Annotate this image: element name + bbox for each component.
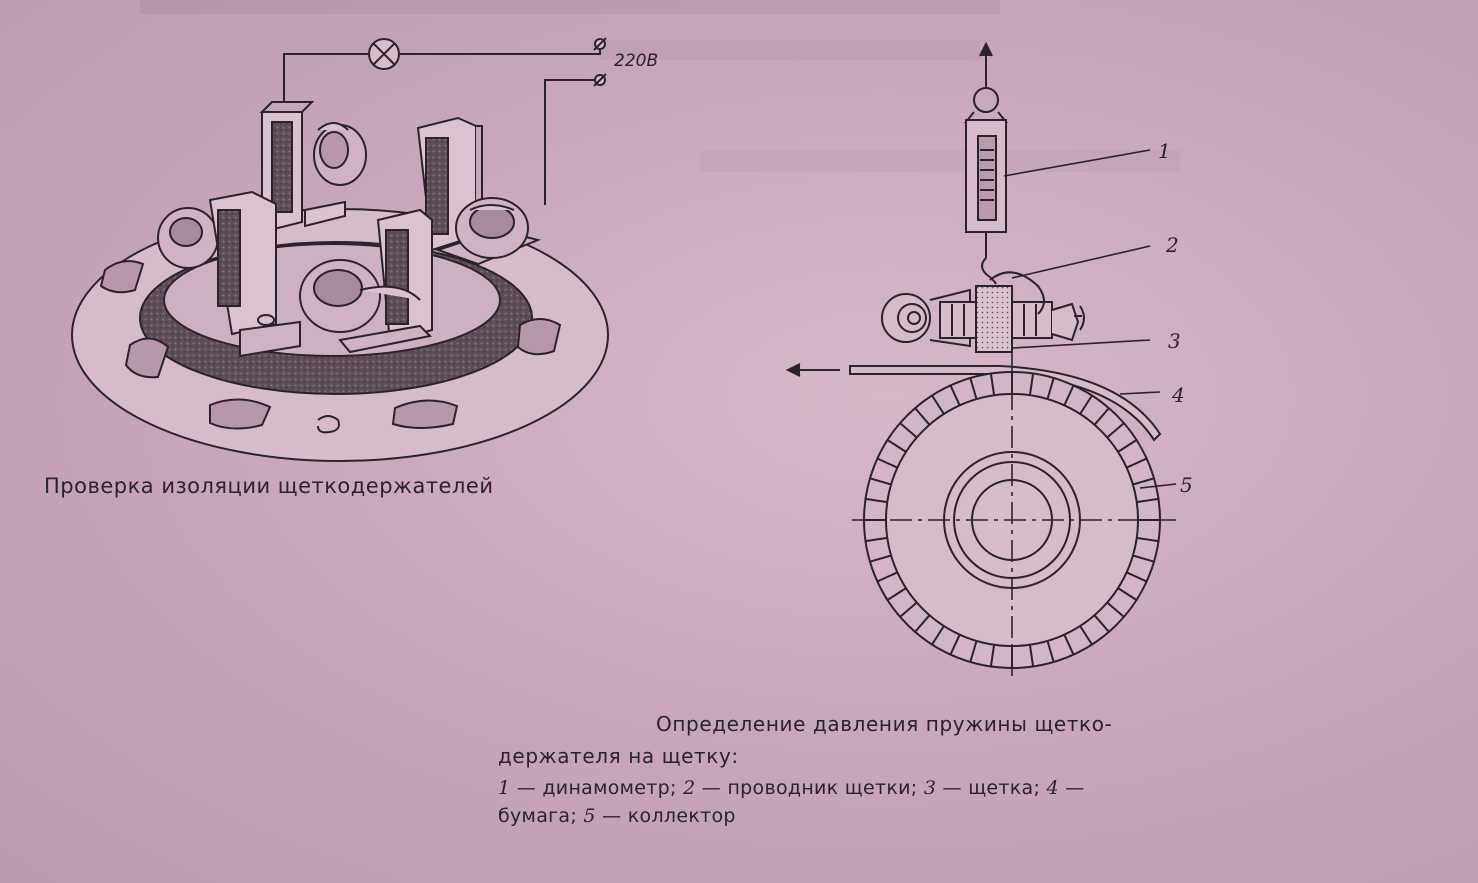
commutator-segment (1136, 497, 1159, 504)
commutator-segment (1028, 373, 1035, 396)
left-figure-caption: Проверка изоляции щеткодержателей (44, 474, 494, 498)
label-4: 4 (1171, 383, 1185, 407)
commutator-segment (1106, 422, 1125, 439)
commutator-segment (899, 601, 918, 618)
commutator-segment (869, 554, 892, 563)
commutator-segment (1063, 384, 1075, 406)
commutator-segment (969, 640, 978, 663)
commutator-segment (876, 571, 898, 583)
bleed-through-text (140, 0, 1180, 172)
commutator-segment (899, 422, 918, 439)
terminal-icon (593, 37, 607, 87)
commutator-segment (1126, 457, 1148, 469)
legend-text: — проводник щетки; (695, 777, 924, 799)
legend-number: 1 (498, 777, 511, 799)
brush-holder-assembly-diagram (71, 37, 609, 462)
commutator-segment (989, 373, 996, 396)
commutator-segment (1063, 634, 1075, 656)
commutator-segment (931, 625, 945, 646)
spring-pressure-diagram (785, 41, 1177, 682)
brush-holder-assembly (881, 271, 1085, 348)
brush-holder-front-right (299, 208, 433, 354)
commutator-segment (1093, 614, 1110, 633)
commutator-segment (869, 477, 892, 486)
label-2: 2 (1165, 233, 1179, 257)
commutator-segment (914, 407, 931, 426)
commutator-segment (1046, 377, 1055, 400)
commutator-segment (865, 497, 888, 504)
test-circuit-wiring (283, 37, 607, 205)
commutator-segment (1117, 587, 1138, 601)
commutator-segment (949, 384, 961, 406)
commutator-segment (1117, 439, 1138, 453)
commutator-segment (949, 634, 961, 656)
commutator-segment (1132, 554, 1155, 563)
commutator-segment (876, 457, 898, 469)
commutator-segment (1136, 536, 1159, 543)
commutator-segment (969, 377, 978, 400)
commutator-segment (1079, 394, 1093, 415)
legend-text: — щетка; (936, 777, 1047, 799)
legend-text: бумага; (498, 805, 584, 827)
base-plate-slots (99, 260, 562, 434)
legend-text: — коллектор (595, 805, 736, 827)
pull-arrow-icon (979, 41, 993, 88)
right-figure-caption: Определение давления пружины щетко- держ… (498, 708, 1298, 830)
legend-line-2: бумага; 5 — коллектор (498, 802, 1298, 830)
legend-text: — (1058, 777, 1085, 799)
caption-title-line-1: Определение давления пружины щетко- (656, 712, 1113, 736)
brush (975, 285, 1013, 353)
label-1: 1 (1158, 139, 1171, 163)
commutator-segment (989, 644, 996, 667)
commutator-segment (1079, 625, 1093, 646)
brush-holder-back-left (259, 101, 367, 234)
voltage-label: 220В (614, 51, 658, 71)
commutator (852, 350, 1176, 682)
commutator-segment (1126, 571, 1148, 583)
commutator-segment (1093, 407, 1110, 426)
commutator-segment (1046, 640, 1055, 663)
caption-title-line-2: держателя на щетку: (498, 744, 739, 768)
commutator-segment (865, 536, 888, 543)
legend-text: — динамометр; (510, 777, 684, 799)
label-3: 3 (1168, 329, 1181, 353)
commutator-segment (1106, 601, 1125, 618)
brush-holder-front-left (157, 190, 301, 358)
legend-number: 3 (923, 777, 937, 799)
dynamometer (963, 87, 1009, 285)
leader-lines (1003, 149, 1177, 489)
test-lamp-icon (368, 38, 400, 70)
legend-number: 2 (683, 777, 696, 799)
label-5: 5 (1180, 473, 1193, 497)
legend-line-1: 1 — динамометр; 2 — проводник щетки; 3 —… (498, 774, 1298, 802)
caption-legend: 1 — динамометр; 2 — проводник щетки; 3 —… (498, 774, 1298, 830)
commutator-segment (931, 394, 945, 415)
commutator-segment (914, 614, 931, 633)
legend-number: 4 (1046, 777, 1059, 799)
commutator-segment (1132, 477, 1155, 486)
commutator-segment (1028, 644, 1035, 667)
commutator-segment (886, 439, 907, 453)
brush-holder-back-right (416, 116, 542, 266)
commutator-segment (886, 587, 907, 601)
legend-number: 5 (583, 805, 596, 827)
